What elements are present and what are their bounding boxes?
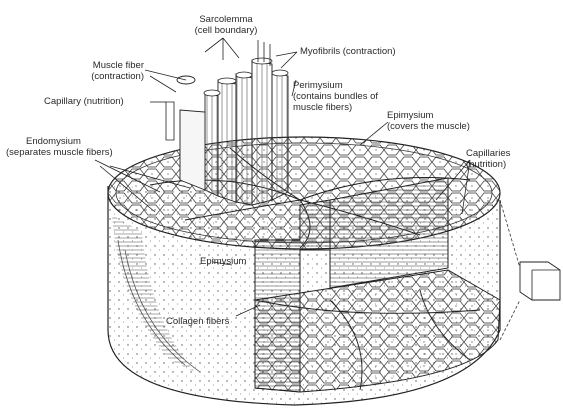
label-sarcolemma: Sarcolemma (cell boundary) [186,14,266,36]
muscle-fiber-bundle [166,40,288,205]
label-collagen-fibers: Collagen fibers [166,316,229,327]
label-capillaries-line1: Capillaries [466,148,510,159]
label-myofibrils: Myofibrils (contraction) [300,46,396,57]
label-perimysium-line3: muscle fibers) [293,102,378,113]
label-muscle-fiber-line2: (contraction) [64,71,144,82]
label-endomysium: Endomysium (separates muscle fibers) [6,136,113,158]
label-myofibrils-line1: Myofibrils (contraction) [300,46,396,57]
label-endomysium-line2: (separates muscle fibers) [6,147,113,158]
label-epimysium-side-line1: Epimysium [200,256,246,267]
inset-magnifier [500,200,560,340]
label-perimysium: Perimysium (contains bundles of muscle f… [293,80,378,113]
label-epimysium-top-line2: (covers the muscle) [387,121,470,132]
label-muscle-fiber-line1: Muscle fiber [64,60,144,71]
label-capillary: Capillary (nutrition) [44,96,124,107]
label-collagen-fibers-line1: Collagen fibers [166,316,229,327]
label-perimysium-line2: (contains bundles of [293,91,378,102]
label-perimysium-line1: Perimysium [293,80,378,91]
label-epimysium-top: Epimysium (covers the muscle) [387,110,470,132]
label-sarcolemma-line2: (cell boundary) [186,25,266,36]
label-capillary-line1: Capillary (nutrition) [44,96,124,107]
label-epimysium-top-line1: Epimysium [387,110,470,121]
label-capillaries: Capillaries (nutrition) [466,148,510,170]
label-sarcolemma-line1: Sarcolemma [186,14,266,25]
label-muscle-fiber: Muscle fiber (contraction) [64,60,144,82]
label-capillaries-line2: (nutrition) [466,159,510,170]
label-endomysium-line1: Endomysium [6,136,113,147]
label-epimysium-side: Epimysium [200,256,246,267]
